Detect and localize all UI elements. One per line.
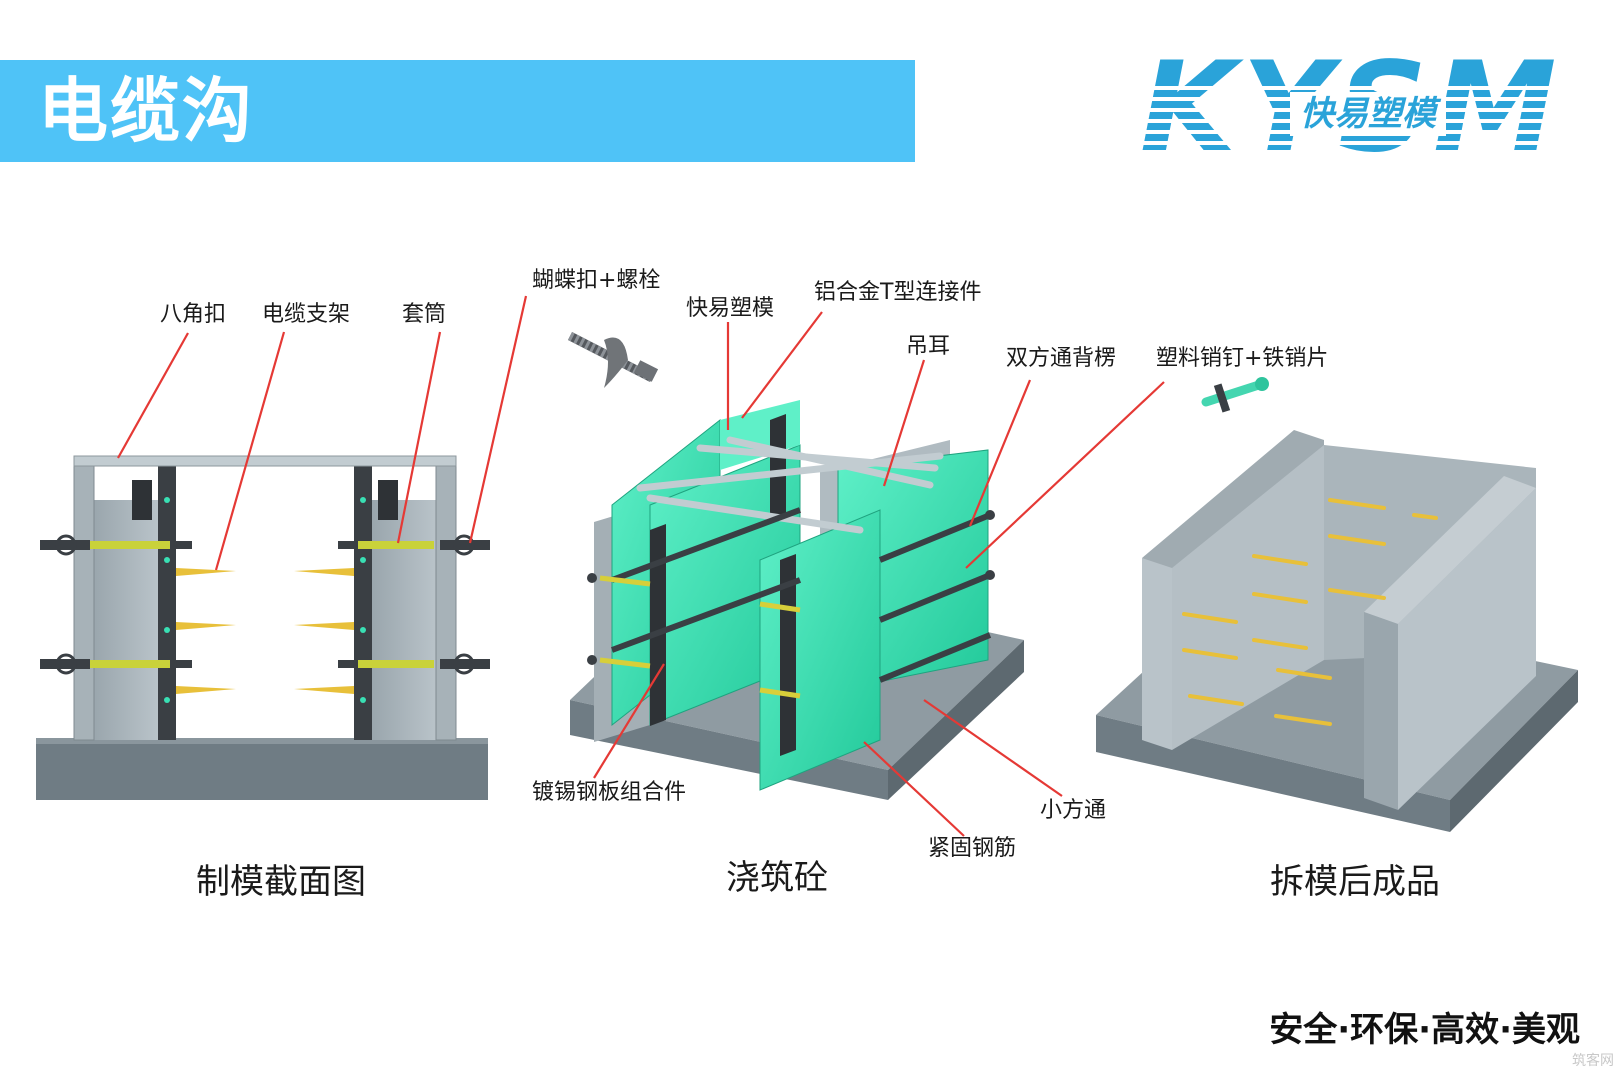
leader-plastic-pin: [965, 381, 1165, 569]
label-rebar: 紧固钢筋: [928, 836, 1017, 861]
kysm-logo: KYSM 快易塑模: [1140, 38, 1590, 178]
label-t-connector: 铝合金T型连接件: [814, 280, 982, 305]
label-lifting-lug: 吊耳: [906, 334, 951, 359]
section-left-outer-form: [73, 461, 95, 741]
label-small-tube: 小方通: [1040, 798, 1107, 823]
finished-base-front: [1096, 715, 1450, 832]
finished-cable-brackets: [1182, 498, 1438, 726]
pour-tie-bars: [636, 436, 944, 534]
section-cable-brackets: [176, 568, 354, 694]
section-left-steel-plate: [158, 462, 176, 740]
leader-t-connector: [741, 311, 823, 419]
finished-view-illustration: [1096, 377, 1578, 832]
section-base-top: [36, 738, 488, 744]
section-left-wall: [94, 500, 158, 740]
leader-rebar: [863, 741, 965, 837]
leader-sleeve: [396, 331, 442, 544]
label-plastic-pin: 塑料销钉+铁销片: [1156, 346, 1329, 371]
label-kysm-formwork: 快易塑模: [686, 296, 775, 321]
caption-pour: 浇筑砼: [726, 858, 828, 898]
leader-small-tube: [923, 699, 1063, 797]
leader-double-tube: [968, 379, 1032, 527]
label-butterfly-bolt: 蝴蝶扣+螺栓: [532, 268, 661, 293]
title-banner: 电缆沟: [0, 60, 915, 162]
pour-sleeves: [599, 575, 801, 699]
watermark: 筑客网: [1572, 1053, 1614, 1069]
label-octagon-clip: 八角扣: [160, 302, 227, 327]
caption-section: 制模截面图: [196, 862, 366, 902]
leader-tin-plate: [593, 663, 665, 779]
section-right-lug: [378, 480, 398, 520]
section-sleeves: [40, 534, 490, 675]
leader-lines: [117, 295, 1165, 837]
section-top-tie: [73, 455, 457, 467]
finished-front-wall-top: [1364, 476, 1536, 624]
label-tin-plate: 镀锡钢板组合件: [532, 780, 687, 805]
leader-lifting-lug: [882, 359, 926, 487]
page-title: 电缆沟: [38, 70, 254, 152]
butterfly-bolt-icon: [567, 331, 659, 388]
section-left-lug: [132, 480, 152, 520]
pour-inner-formwork: [759, 509, 881, 791]
footer-slogan: 安全·环保·高效·美观: [1269, 1010, 1580, 1050]
label-cable-bracket: 电缆支架: [262, 302, 351, 327]
leader-butterfly-bolt: [468, 295, 528, 544]
section-right-outer-form: [435, 461, 457, 741]
label-sleeve: 套筒: [402, 302, 447, 327]
section-view-illustration: [36, 455, 490, 800]
leader-octagon-clip: [117, 332, 189, 459]
section-right-wall: [372, 500, 436, 740]
pour-base-side: [888, 640, 1024, 800]
finished-base-side: [1450, 670, 1578, 832]
plastic-pin-icon: [1201, 377, 1269, 413]
section-base-slab: [36, 740, 488, 800]
section-right-steel-plate: [354, 462, 372, 740]
caption-finished: 拆模后成品: [1270, 862, 1440, 902]
label-double-tube: 双方通背楞: [1006, 346, 1117, 371]
pour-view-illustration: [567, 331, 1024, 800]
logo-chinese-name: 快易塑模: [1290, 92, 1446, 136]
leader-cable-bracket: [214, 331, 286, 571]
